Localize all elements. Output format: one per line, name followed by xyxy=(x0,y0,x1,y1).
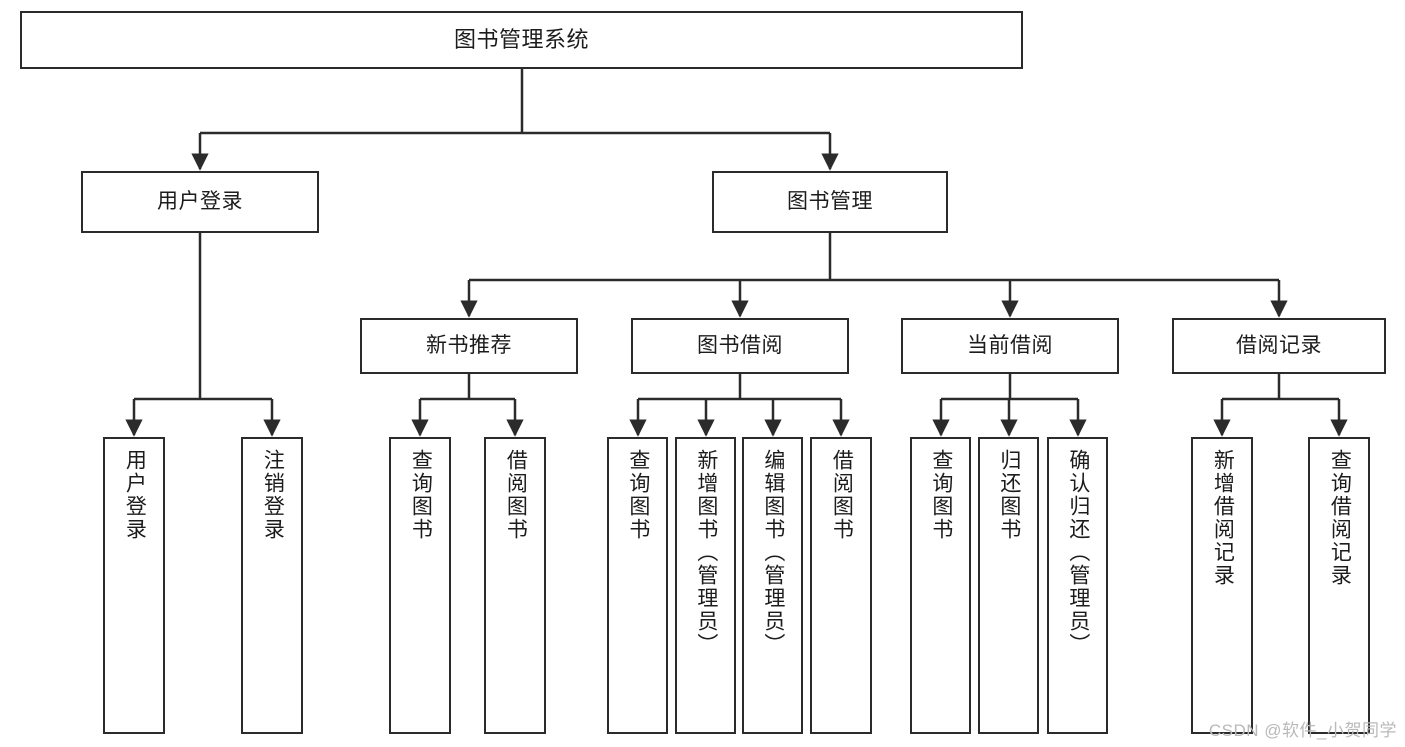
node-label: 确认归还（管理员） xyxy=(1066,449,1090,656)
node-leaf-bb-add[interactable]: 新增图书（管理员） xyxy=(675,437,736,734)
node-label: 借阅图书 xyxy=(504,449,528,541)
node-label: 借阅记录 xyxy=(1236,333,1322,357)
node-new-book-rec[interactable]: 新书推荐 xyxy=(360,318,578,374)
node-leaf-bb-borrow[interactable]: 借阅图书 xyxy=(810,437,872,734)
node-label: 新增借阅记录 xyxy=(1211,449,1235,587)
node-label: 图书管理系统 xyxy=(453,27,589,53)
node-book-manage[interactable]: 图书管理 xyxy=(712,171,948,233)
node-leaf-rec-borrow[interactable]: 借阅图书 xyxy=(484,437,546,734)
node-leaf-logout[interactable]: 注销登录 xyxy=(241,437,303,734)
node-label: 新增图书（管理员） xyxy=(694,449,718,656)
node-label: 查询借阅记录 xyxy=(1328,449,1352,587)
node-leaf-br-query[interactable]: 查询借阅记录 xyxy=(1308,437,1370,734)
node-leaf-bb-edit[interactable]: 编辑图书（管理员） xyxy=(742,437,803,734)
node-label: 图书管理 xyxy=(787,189,873,213)
node-label: 用户登录 xyxy=(123,449,147,541)
node-label: 借阅图书 xyxy=(830,449,854,541)
node-label: 注销登录 xyxy=(261,449,285,541)
node-borrow-record[interactable]: 借阅记录 xyxy=(1172,318,1386,374)
node-leaf-bb-query[interactable]: 查询图书 xyxy=(607,437,668,734)
node-label: 归还图书 xyxy=(997,449,1021,541)
node-label: 新书推荐 xyxy=(426,333,512,357)
node-label: 编辑图书（管理员） xyxy=(761,449,785,656)
node-leaf-cb-confirm[interactable]: 确认归还（管理员） xyxy=(1047,437,1108,734)
node-label: 当前借阅 xyxy=(967,333,1053,357)
node-label: 用户登录 xyxy=(157,189,243,213)
node-label: 查询图书 xyxy=(626,449,650,541)
node-leaf-cb-query[interactable]: 查询图书 xyxy=(910,437,971,734)
watermark-text: CSDN @软件_小贺同学 xyxy=(1208,721,1397,740)
node-current-borrow[interactable]: 当前借阅 xyxy=(901,318,1119,374)
node-leaf-user-login[interactable]: 用户登录 xyxy=(103,437,165,734)
node-label: 查询图书 xyxy=(929,449,953,541)
node-book-borrow[interactable]: 图书借阅 xyxy=(631,318,849,374)
node-leaf-br-add[interactable]: 新增借阅记录 xyxy=(1191,437,1253,734)
node-leaf-rec-query[interactable]: 查询图书 xyxy=(389,437,451,734)
node-leaf-cb-return[interactable]: 归还图书 xyxy=(978,437,1039,734)
node-user-login[interactable]: 用户登录 xyxy=(81,171,319,233)
node-label: 图书借阅 xyxy=(697,333,783,357)
node-label: 查询图书 xyxy=(409,449,433,541)
node-root[interactable]: 图书管理系统 xyxy=(20,11,1023,69)
